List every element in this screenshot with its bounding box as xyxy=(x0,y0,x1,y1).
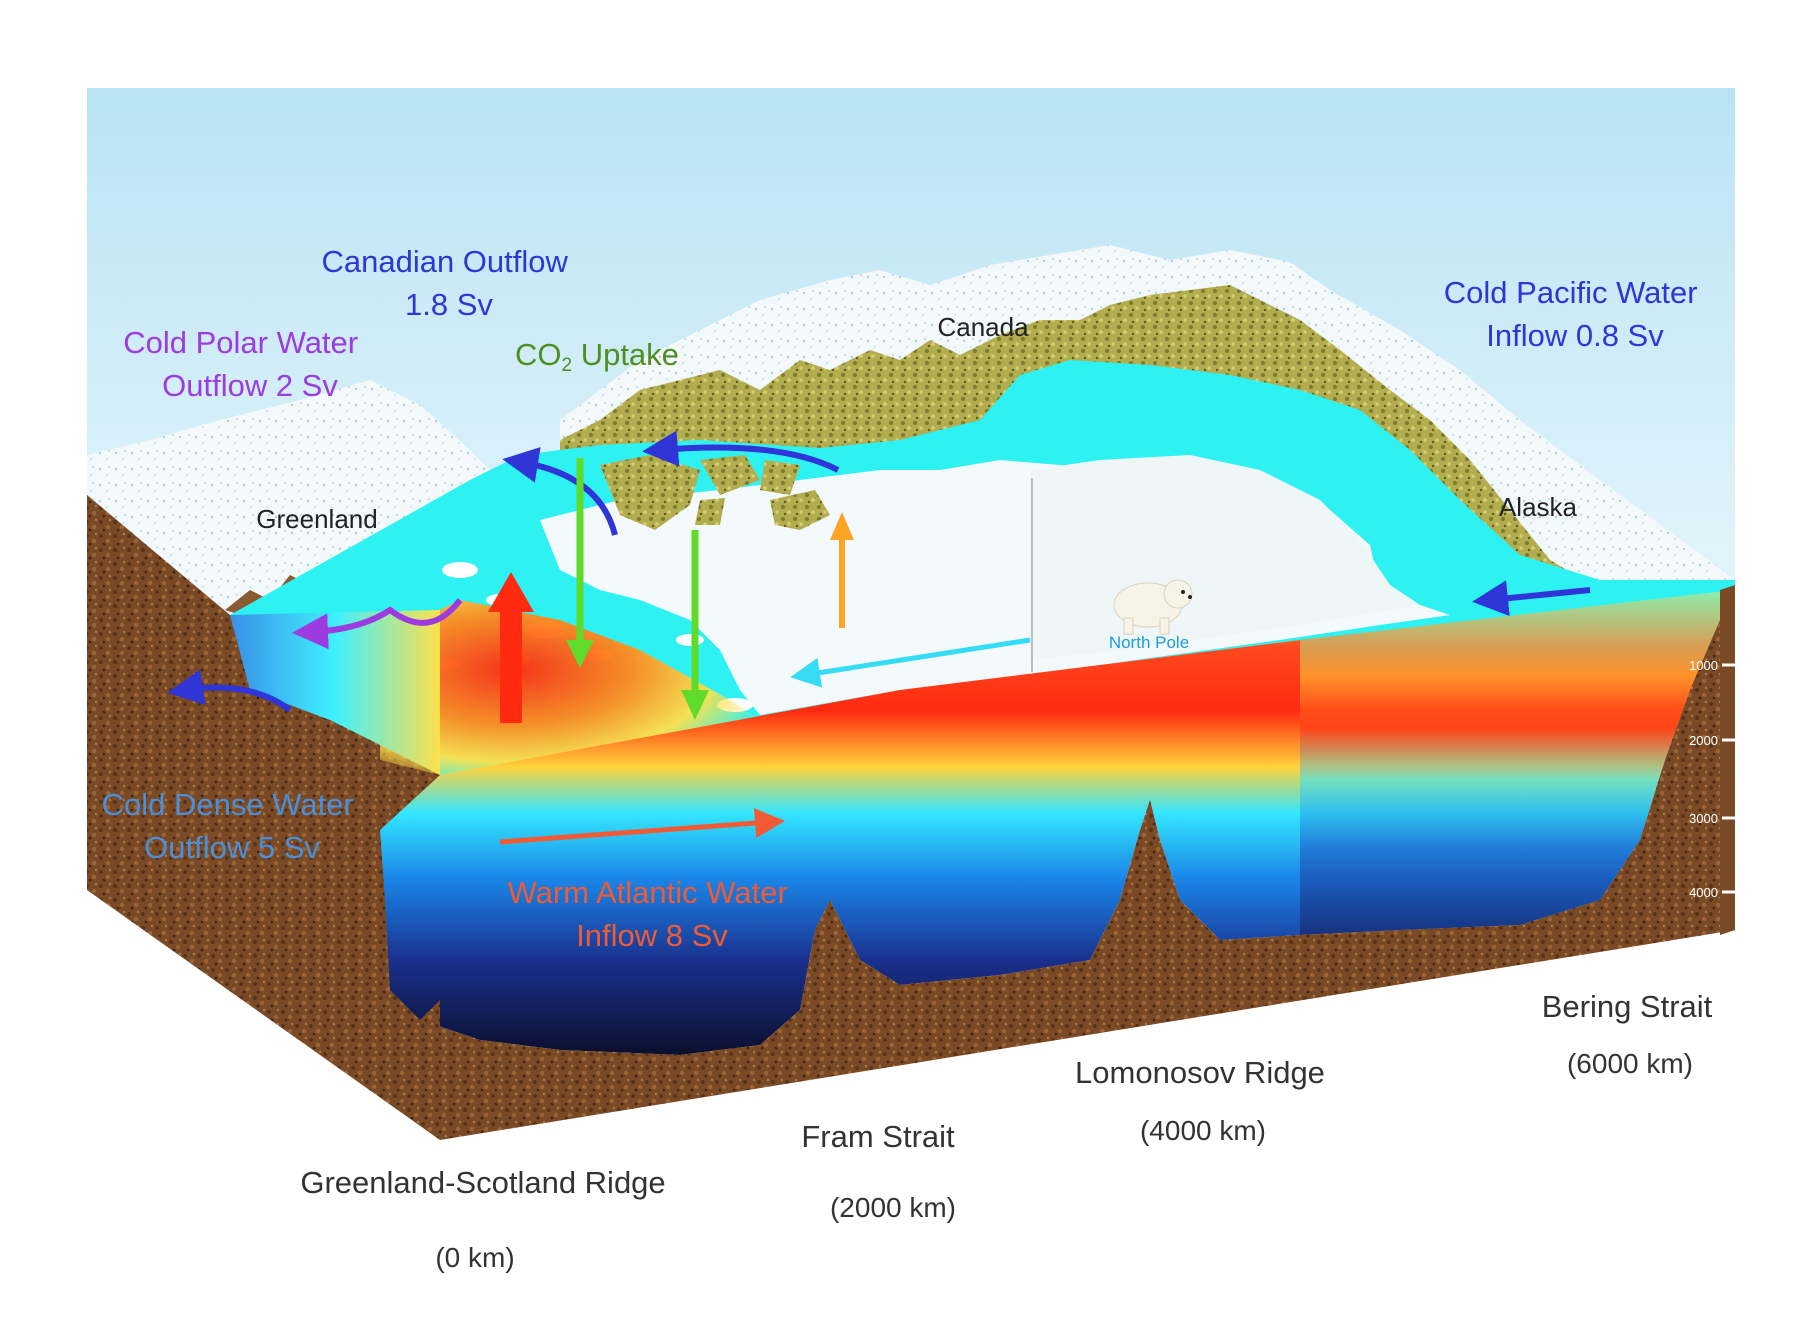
distance-fram-strait: (2000 km) xyxy=(830,1192,956,1223)
co2-suffix: Uptake xyxy=(572,337,679,372)
polar-bear-icon xyxy=(1113,579,1193,635)
warm-atlantic-water-label: Warm Atlantic Water Inflow 8 Sv xyxy=(508,875,797,953)
outgassing-arrow-head xyxy=(830,512,854,540)
cold-dense-water-line2: Outflow 5 Sv xyxy=(144,830,320,865)
archipelago-flow-arrow xyxy=(642,430,840,473)
cold-pacific-water-line2: Inflow 0.8 Sv xyxy=(1486,318,1664,353)
greenland-label: Greenland xyxy=(256,504,377,534)
cold-dense-water-label: Cold Dense Water Outflow 5 Sv xyxy=(102,787,363,865)
canadian-outflow-line2: 1.8 Sv xyxy=(405,287,493,322)
cold-polar-water-label: Cold Polar Water Outflow 2 Sv xyxy=(123,325,367,403)
warm-upwelling-arrow-head xyxy=(488,572,534,612)
distance-greenland-scotland-ridge: (0 km) xyxy=(435,1242,514,1273)
dense-outflow-arrow xyxy=(167,669,292,713)
island-5 xyxy=(770,490,830,530)
canadian-outflow-label: Canadian Outflow 1.8 Sv xyxy=(321,244,576,322)
alaska-label: Alaska xyxy=(1499,492,1578,522)
depth-tick-3000: 3000 xyxy=(1689,811,1718,826)
distance-lomonosov-ridge: (4000 km) xyxy=(1140,1115,1266,1146)
cold-pacific-water-line1: Cold Pacific Water xyxy=(1444,275,1698,310)
left-water-slice xyxy=(230,610,440,775)
co2-arrow-1-head xyxy=(566,640,594,668)
sediment-front-face xyxy=(420,590,1735,1140)
canadian-outflow-line1: Canadian Outflow xyxy=(321,244,568,279)
cold-pacific-water-label: Cold Pacific Water Inflow 0.8 Sv xyxy=(1444,275,1706,353)
co2-arrow-2-head xyxy=(681,690,709,720)
co2-prefix: CO xyxy=(515,337,562,372)
north-pole-label: North Pole xyxy=(1109,633,1189,652)
atlantic-inflow-arrow xyxy=(499,808,785,845)
distance-bering-strait: (6000 km) xyxy=(1567,1048,1693,1079)
depth-tick-1000: 1000 xyxy=(1689,658,1718,673)
polar-outflow-arrow xyxy=(292,598,463,650)
warm-atlantic-water-line1: Warm Atlantic Water xyxy=(508,875,788,910)
sediment-top-edge xyxy=(1720,585,1735,935)
warm-surface-pool xyxy=(380,600,760,775)
location-greenland-scotland-ridge: Greenland-Scotland Ridge xyxy=(300,1165,665,1200)
co2-subscript: 2 xyxy=(562,355,573,376)
canadian-outflow-arrow xyxy=(502,447,618,536)
warm-upwelling-arrow xyxy=(500,608,522,723)
cold-polar-water-line2: Outflow 2 Sv xyxy=(162,368,338,403)
island-4 xyxy=(695,498,725,525)
warm-atlantic-water-line2: Inflow 8 Sv xyxy=(576,918,728,953)
sediment-left-face xyxy=(87,495,440,1140)
cold-dense-water-line1: Cold Dense Water xyxy=(102,787,354,822)
location-fram-strait: Fram Strait xyxy=(801,1119,955,1154)
island-3 xyxy=(760,460,800,495)
island-1 xyxy=(600,455,700,530)
canada-label: Canada xyxy=(937,312,1029,342)
co2-uptake-label: CO2 Uptake xyxy=(515,337,679,376)
depth-scale: 1000 2000 3000 4000 xyxy=(1689,658,1735,900)
location-bering-strait: Bering Strait xyxy=(1542,989,1713,1024)
island-2 xyxy=(700,455,760,495)
location-lomonosov-ridge: Lomonosov Ridge xyxy=(1075,1055,1325,1090)
water-cross-section-right xyxy=(1300,590,1735,935)
depth-tick-4000: 4000 xyxy=(1689,885,1718,900)
transpolar-drift-arrow xyxy=(790,637,1031,688)
cold-polar-water-line1: Cold Polar Water xyxy=(123,325,358,360)
depth-tick-2000: 2000 xyxy=(1689,733,1718,748)
pacific-inflow-arrow xyxy=(1472,580,1591,617)
